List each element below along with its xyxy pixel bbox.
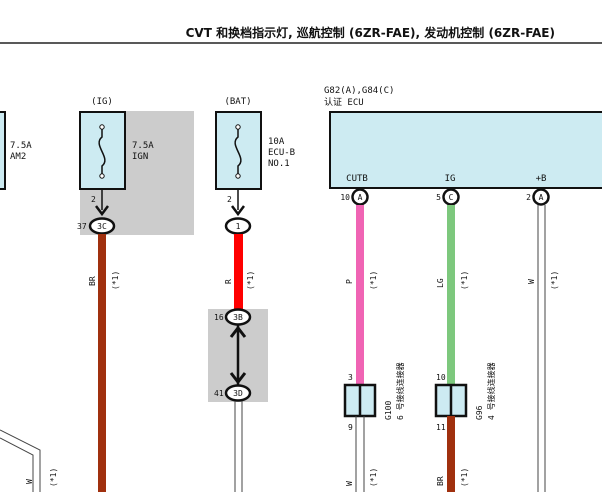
ecu-pin-b-conn: A xyxy=(539,193,544,202)
connector-3b-id: 3B xyxy=(233,313,243,322)
wire-r-note: (*1) xyxy=(246,271,255,290)
fuse-ecub-pin: 2 xyxy=(227,195,232,204)
wire-br-below-g96: BR (*1) xyxy=(436,416,469,492)
wire-p-note: (*1) xyxy=(369,271,378,290)
fuse-ecub: (BAT) 10A ECU-B NO.1 2 1 xyxy=(215,97,295,235)
connector-3b-pin: 16 xyxy=(214,313,224,322)
connector-1 xyxy=(224,217,252,235)
fuse-am2-name: AM2 xyxy=(10,152,26,162)
fuse-ign-source: (IG) xyxy=(91,97,113,107)
fuse-ign-symbol xyxy=(98,127,106,176)
page-title: CVT 和换档指示灯, 巡航控制 (6ZR-FAE), 发动机控制 (6ZR-F… xyxy=(186,25,555,40)
ecu-pin-ig xyxy=(442,188,460,206)
wire-w-below-g100: W (*1) xyxy=(345,416,378,492)
wire-br-lower-note: (*1) xyxy=(460,468,469,487)
g96-desc: 4 号接线连接器 xyxy=(486,362,496,420)
ecu-pin-cutb-conn: A xyxy=(358,193,363,202)
connector-3c-pin: 37 xyxy=(77,222,87,231)
ecu-box xyxy=(329,111,602,189)
wire-r: R (*1) xyxy=(224,234,255,310)
ecu-pin-cutb xyxy=(351,188,369,206)
fuse-am2: 7.5A AM2 xyxy=(0,111,32,190)
g96-pin-top: 10 xyxy=(436,373,446,382)
fuse-ign: (IG) 7.5A IGN 2 3C 37 xyxy=(77,97,194,235)
connector-3d-pin: 41 xyxy=(214,389,224,398)
g100-code: G100 xyxy=(384,401,393,420)
ecu-pin-b xyxy=(532,188,550,206)
fuse-ign-name: IGN xyxy=(132,152,148,162)
g96-pin-bottom: 11 xyxy=(436,423,446,432)
ecu-code: G82(A),G84(C) xyxy=(324,86,394,96)
ecu-pin-ig-num: 5 xyxy=(436,193,441,202)
connector-3b xyxy=(224,308,252,326)
ecu-certification: G82(A),G84(C) 认证 ECU CUTB IG +B A 10 C 5… xyxy=(324,86,602,206)
ecu-terminal-ig: IG xyxy=(445,174,456,184)
wire-label-w-left: W xyxy=(25,479,34,484)
connector-3c-id: 3C xyxy=(97,222,107,231)
wire-br-lower-label: BR xyxy=(436,476,445,486)
arrow-ecub xyxy=(231,205,245,217)
wire-w: W (*1) xyxy=(527,205,559,492)
g96-code: G96 xyxy=(475,405,484,420)
wire-p-label: P xyxy=(345,279,354,284)
ecu-pin-cutb-num: 10 xyxy=(340,193,350,202)
connector-g100: 3 9 G100 6 号接线连接器 xyxy=(343,362,405,432)
connector-1-id: 1 xyxy=(236,222,241,231)
wire-lg-label: LG xyxy=(436,278,445,288)
wire-br: BR (*1) xyxy=(88,234,120,492)
wire-br-label: BR xyxy=(88,276,97,286)
wire-left-lower: W (*1) xyxy=(0,429,58,492)
wire-br-note: (*1) xyxy=(111,271,120,290)
wire-p: P (*1) xyxy=(345,205,378,385)
ecu-name: 认证 ECU xyxy=(324,96,364,108)
wire-r-label: R xyxy=(224,279,233,284)
fuse-am2-box xyxy=(0,111,6,190)
wire-w-note: (*1) xyxy=(550,271,559,290)
g100-pin-bottom: 9 xyxy=(348,423,353,432)
ecu-pin-ig-conn: C xyxy=(449,193,454,202)
ecu-terminal-b: +B xyxy=(536,174,547,184)
fuse-ign-rating: 7.5A xyxy=(132,141,154,151)
junction-3b-3d: 3B 16 3D 41 xyxy=(208,308,268,402)
wire-w-lower-note: (*1) xyxy=(369,468,378,487)
fuse-ecub-name: ECU-B xyxy=(268,148,295,158)
wire-lg: LG (*1) xyxy=(436,205,469,385)
ecu-pin-b-num: 2 xyxy=(526,193,531,202)
fuse-ecub-name3: NO.1 xyxy=(268,159,290,169)
wire-lg-note: (*1) xyxy=(460,271,469,290)
fuse-ign-pin: 2 xyxy=(91,195,96,204)
fuse-ecub-symbol xyxy=(234,127,242,176)
fuse-am2-rating: 7.5A xyxy=(10,141,32,151)
wire-note-w-left: (*1) xyxy=(49,468,58,487)
connector-3d-id: 3D xyxy=(233,389,243,398)
wire-w-lower-label: W xyxy=(345,481,354,486)
wire-w-label: W xyxy=(527,279,536,284)
connector-3c xyxy=(88,217,116,235)
connector-g96: 10 11 G96 4 号接线连接器 xyxy=(434,362,496,432)
arrow-ign xyxy=(95,205,109,217)
connector-3d xyxy=(224,384,252,402)
fuse-ecub-rating: 10A xyxy=(268,137,285,147)
ecu-terminal-cutb: CUTB xyxy=(346,174,368,184)
fuse-ecub-source: (BAT) xyxy=(224,97,251,107)
g100-pin-top: 3 xyxy=(348,373,353,382)
wire-w-below-3d xyxy=(234,401,243,492)
g100-desc: 6 号接线连接器 xyxy=(395,362,405,420)
